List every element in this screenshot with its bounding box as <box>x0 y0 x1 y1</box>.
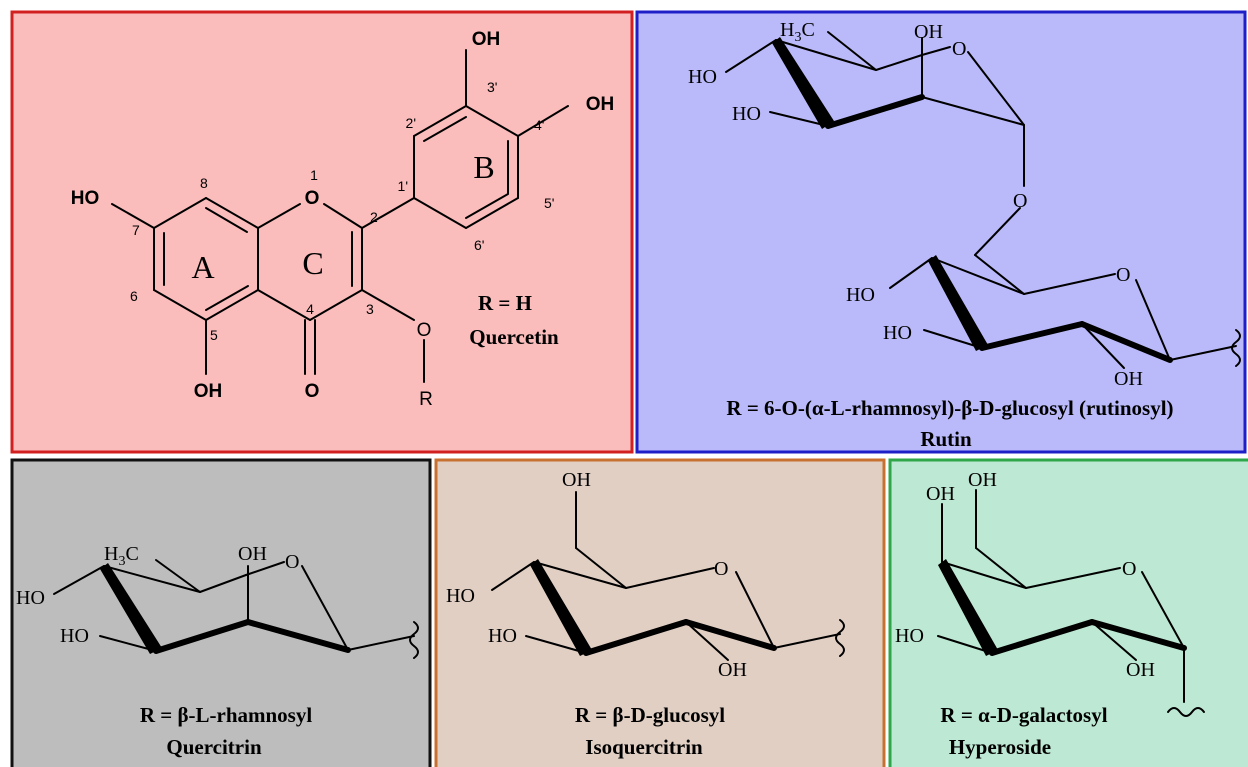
rutin-panel-border <box>635 10 1247 454</box>
quercetin-oh-5: OH <box>194 381 223 402</box>
rutin-ring-oxygen-top: O <box>952 38 966 60</box>
isoquercitrin-panel-border <box>434 458 886 767</box>
position-3prime: 3' <box>487 79 497 95</box>
rutin-h3c-label: H3C <box>780 19 815 45</box>
hyperoside-r-caption: R = α-D-galactosyl <box>940 703 1107 727</box>
hyperoside-ring-oxygen: O <box>1122 558 1136 580</box>
rutin-ho-2: HO <box>732 103 761 125</box>
quercitrin-name: Quercitrin <box>166 735 262 759</box>
quercetin-oh-4prime: OH <box>586 94 615 115</box>
quercetin-ring-oxygen: O <box>305 188 320 209</box>
ring-c-label: C <box>302 245 323 281</box>
position-6: 6 <box>130 288 138 304</box>
isoquercitrin-structure <box>491 491 845 661</box>
quercitrin-h3c-label: H3C <box>104 543 139 569</box>
hyperoside-oh-1: OH <box>926 483 955 505</box>
position-2prime: 2' <box>406 115 416 131</box>
ring-a-label: A <box>191 249 214 285</box>
rutin-panel-frame <box>637 12 1245 452</box>
isoquercitrin-ho-1: HO <box>446 585 475 607</box>
isoquercitrin-name: Isoquercitrin <box>585 735 703 759</box>
rutin-name: Rutin <box>920 427 972 451</box>
quercitrin-ho-2: HO <box>60 625 89 647</box>
position-4: 4 <box>306 301 314 317</box>
rutin-structure <box>725 31 1241 369</box>
isoquercitrin-r-caption: R = β-D-glucosyl <box>575 703 725 727</box>
quercetin-panel-border <box>10 10 634 454</box>
hyperoside-oh-bottom: OH <box>1126 659 1155 681</box>
position-8: 8 <box>200 175 208 191</box>
quercetin-structure <box>111 49 569 383</box>
quercetin-ether-oxygen: O <box>417 320 432 341</box>
quercetin-ketone-oxygen: O <box>305 381 320 402</box>
hyperoside-oh-2: OH <box>968 469 997 491</box>
position-1: 1 <box>310 167 318 183</box>
position-5: 5 <box>210 327 218 343</box>
position-7: 7 <box>132 222 140 238</box>
isoquercitrin-oh-bottom: OH <box>718 659 747 681</box>
quercetin-name: Quercetin <box>469 325 559 349</box>
quercetin-oh-3prime: OH <box>472 29 501 50</box>
quercetin-ho-7: HO <box>71 188 100 209</box>
quercitrin-oh: OH <box>238 543 267 565</box>
rutin-r-caption: R = 6-O-(α-L-rhamnosyl)-β-D-glucosyl (ru… <box>726 396 1173 420</box>
rutin-ho-4: HO <box>883 322 912 344</box>
hyperoside-structure <box>937 489 1205 717</box>
rutin-ring-oxygen-bottom: O <box>1116 264 1130 286</box>
isoquercitrin-panel-frame <box>436 460 884 767</box>
quercitrin-ho-1: HO <box>16 587 45 609</box>
ring-b-label: B <box>473 149 494 185</box>
hyperoside-panel-border <box>888 458 1248 767</box>
quercetin-panel-frame <box>12 12 632 452</box>
isoquercitrin-panel: OH O HO HO OH R = β-D-glucosyl Isoquerci… <box>434 458 886 767</box>
quercitrin-r-caption: R = β-L-rhamnosyl <box>140 703 313 727</box>
isoquercitrin-ring-oxygen: O <box>714 558 728 580</box>
quercitrin-ring-oxygen: O <box>285 551 299 573</box>
hyperoside-ho: HO <box>895 625 924 647</box>
position-6prime: 6' <box>474 237 484 253</box>
position-2: 2 <box>370 209 378 225</box>
position-3: 3 <box>366 301 374 317</box>
quercitrin-structure <box>53 559 419 659</box>
hyperoside-name: Hyperoside <box>949 735 1051 759</box>
quercetin-r-caption: R = H <box>478 291 532 315</box>
rutin-ho-1: HO <box>688 66 717 88</box>
position-5prime: 5' <box>544 195 554 211</box>
quercitrin-panel: H3C OH O HO HO R = β-L-rhamnosyl Quercit… <box>10 458 432 767</box>
isoquercitrin-ho-2: HO <box>488 625 517 647</box>
rutin-ho-3: HO <box>846 284 875 306</box>
rutin-link-oxygen: O <box>1013 190 1027 212</box>
position-4prime: 4' <box>534 117 544 133</box>
rutin-panel: H3C OH O HO HO O O HO HO OH R = 6-O-(α-L… <box>635 10 1247 454</box>
quercetin-panel: OH OH HO OH O O O R A C B 1 2 3 4 5 6 7 … <box>10 10 634 454</box>
quercetin-r-group: R <box>419 389 433 410</box>
quercitrin-panel-frame <box>12 460 430 767</box>
isoquercitrin-oh-top: OH <box>562 469 591 491</box>
hyperoside-panel: OH OH O HO OH R = α-D-galactosyl Hyperos… <box>888 458 1248 767</box>
rutin-oh-top: OH <box>914 21 943 43</box>
quercitrin-panel-border <box>10 458 432 767</box>
rutin-oh-bottom: OH <box>1114 368 1143 390</box>
position-1prime: 1' <box>398 178 408 194</box>
